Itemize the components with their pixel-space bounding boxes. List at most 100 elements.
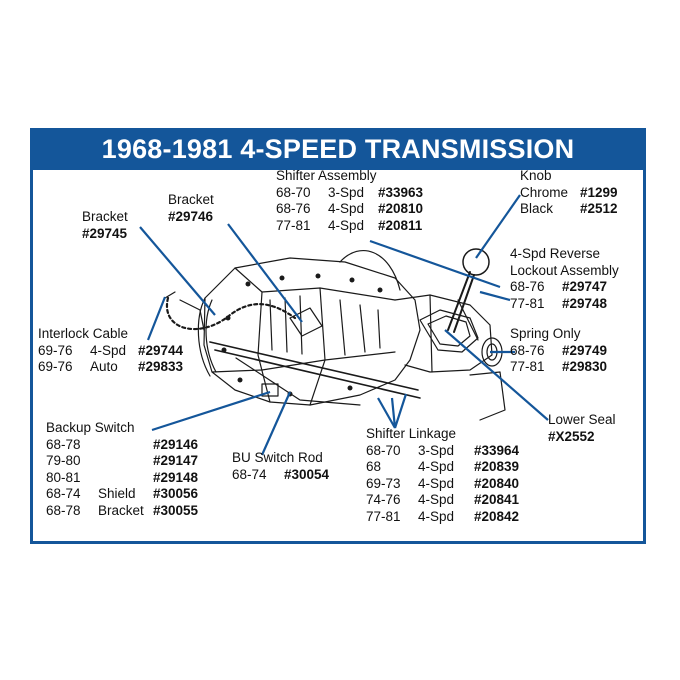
type (98, 453, 153, 470)
callout-spring: Spring Only 68-76 #29749 77-81 #29830 (510, 326, 607, 376)
callout-row: 68-78 #29146 (46, 437, 198, 454)
years: 68-70 (276, 184, 311, 200)
years: 68-78 (46, 436, 81, 452)
years: 68-70 (366, 442, 401, 458)
callout-row: 74-76 4-Spd #20841 (366, 492, 519, 509)
part-number: #29830 (562, 359, 608, 374)
type: 4-Spd (328, 217, 365, 233)
callout-label: Bracket (82, 209, 128, 224)
type: Chrome (520, 184, 569, 200)
callout-row: 68-74 Shield #30056 (46, 486, 198, 503)
part-number: #29749 (562, 342, 608, 358)
callout-interlock-cable: Interlock Cable 69-76 4-Spd #29744 69-76… (38, 326, 183, 376)
part-number: #20841 (474, 492, 520, 507)
years: 77-81 (510, 295, 545, 311)
callout-label: Backup Switch (46, 420, 135, 435)
part-number: #20811 (378, 217, 423, 233)
leader-backup-switch (151, 390, 271, 432)
callout-label: Lockout Assembly (510, 262, 619, 278)
years: 77-81 (510, 359, 545, 374)
leader-interlock-cable (146, 296, 167, 341)
title-banner: 1968-1981 4-SPEED TRANSMISSION (30, 128, 646, 170)
part-number: #20810 (378, 201, 424, 216)
type: 4-Spd (418, 475, 455, 491)
callout-row: 77-81 4-Spd #20811 (276, 218, 423, 235)
type: 3-Spd (418, 442, 455, 458)
leader-lines (139, 194, 549, 456)
years: 68 (366, 459, 382, 474)
part-number: #30056 (153, 486, 199, 501)
part-number: #29148 (153, 469, 199, 485)
type: Bracket (98, 502, 144, 518)
leader-knob (475, 194, 521, 259)
callout-row: 77-81 #29748 (510, 296, 619, 313)
years: 68-76 (510, 342, 545, 358)
type: Black (520, 201, 554, 216)
years: 69-76 (38, 359, 73, 374)
years: 68-74 (46, 486, 81, 501)
part-number: #20839 (474, 459, 520, 474)
years: 68-76 (510, 279, 545, 294)
callout-label: BU Switch Rod (232, 450, 323, 465)
callout-row: 68-70 3-Spd #33964 (366, 443, 519, 460)
part-number: #33964 (474, 442, 520, 458)
part-number: #29746 (168, 208, 214, 224)
part-number: #33963 (378, 184, 424, 200)
callout-row: 77-81 #29830 (510, 359, 607, 376)
part-number: #2512 (580, 201, 618, 216)
callout-row: 68-78 Bracket #30055 (46, 503, 198, 520)
leader-shifter-linkage (377, 393, 408, 429)
case-outline (203, 257, 421, 406)
callout-row: 69-73 4-Spd #20840 (366, 476, 519, 493)
years: 68-74 (232, 466, 267, 482)
callout-bu-switch-rod: BU Switch Rod 68-74 #30054 (232, 450, 329, 483)
callout-row: 80-81 #29148 (46, 470, 198, 487)
part-number: #29146 (153, 436, 199, 452)
leader-lower-seal (444, 329, 549, 421)
years: 69-76 (38, 342, 73, 358)
part-number: #30055 (153, 502, 199, 518)
callout-row: 69-76 Auto #29833 (38, 359, 183, 376)
callout-label: Knob (520, 168, 552, 183)
type: Shield (98, 486, 136, 501)
part-number: #29833 (138, 359, 184, 374)
type: Auto (90, 359, 118, 374)
callout-backup-switch: Backup Switch 68-78 #29146 79-80 #29147 … (46, 420, 198, 519)
years: 74-76 (366, 492, 401, 507)
type: 4-Spd (418, 459, 455, 474)
part-number: #29748 (562, 295, 608, 311)
callout-row: 68-76 4-Spd #20810 (276, 201, 423, 218)
callout-row: Chrome #1299 (520, 185, 618, 202)
leader-reverse-lockout (479, 290, 511, 302)
type: 4-Spd (90, 342, 127, 358)
part-number: #29747 (562, 279, 608, 294)
callout-row: 68-70 3-Spd #33963 (276, 185, 423, 202)
type: 4-Spd (328, 201, 365, 216)
callout-lower-seal: Lower Seal #X2552 (548, 412, 616, 445)
callout-label: Interlock Cable (38, 326, 129, 341)
callout-shifter-assembly: Shifter Assembly 68-70 3-Spd #33963 68-7… (276, 168, 423, 234)
part-number: #30054 (284, 466, 330, 482)
diagram-frame (30, 128, 646, 544)
years: 80-81 (46, 469, 81, 485)
callout-label: Shifter Assembly (276, 168, 377, 183)
part-number: #29147 (153, 453, 199, 468)
years: 77-81 (366, 508, 401, 524)
leader-bracket-mid (227, 223, 303, 323)
leader-shifter-assembly (369, 239, 501, 289)
page-title: 1968-1981 4-SPEED TRANSMISSION (101, 134, 575, 164)
type (98, 437, 153, 454)
callout-row: Black #2512 (520, 201, 618, 218)
callout-row: 68-74 #30054 (232, 467, 329, 484)
years: 77-81 (276, 217, 311, 233)
callout-row: 68-76 #29747 (510, 279, 619, 296)
callout-row: 68-76 #29749 (510, 343, 607, 360)
callout-bracket-left: Bracket #29745 (82, 209, 128, 242)
callout-reverse-lockout: 4-Spd Reverse Lockout Assembly 68-76 #29… (510, 246, 619, 312)
part-number: #29744 (138, 342, 184, 358)
leader-bu-switch-rod (260, 391, 292, 456)
callout-label: Lower Seal (548, 412, 616, 427)
years: 68-76 (276, 201, 311, 216)
type: 4-Spd (418, 492, 455, 507)
